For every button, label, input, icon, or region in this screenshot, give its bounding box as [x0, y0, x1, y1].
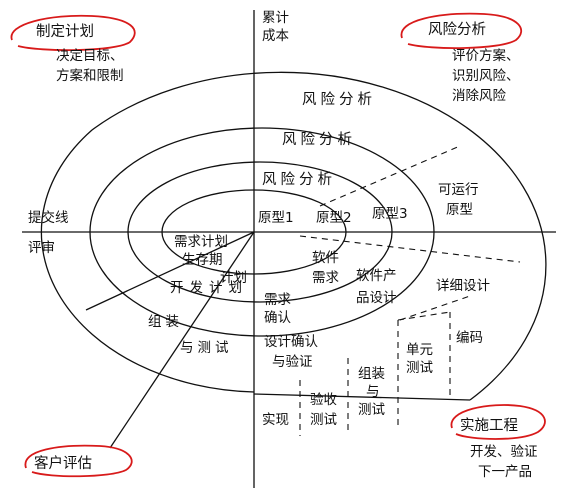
quadrant-risk-desc-2: 识别风险、 [452, 68, 520, 84]
axis-cumulative-cost-2: 成本 [262, 28, 289, 44]
prototype-1: 原型1 [258, 210, 294, 226]
quadrant-risk-title: 风险分析 [428, 21, 486, 38]
step-assembly-test-2: 与 [366, 384, 380, 400]
axis-commit-line: 提交线 [28, 209, 69, 226]
plan-requirements-1: 需求计划 [174, 234, 228, 250]
proto-dash-line-1 [319, 145, 461, 207]
step-assembly-test-3: 测试 [358, 402, 385, 418]
step-software-req-2: 需求 [312, 270, 339, 286]
unit-test-top-line [397, 311, 451, 321]
highlight-impl [450, 404, 546, 440]
prototype-3: 原型3 [372, 206, 408, 222]
quadrant-impl-desc-2: 下一产品 [478, 464, 532, 480]
risk-label-outer: 风险分析 [302, 91, 376, 108]
quadrant-risk-desc-1: 评价方案、 [452, 47, 520, 64]
operational-prototype-2: 原型 [446, 202, 473, 218]
prototype-2: 原型2 [316, 210, 352, 226]
highlight-customer [24, 444, 133, 478]
risk-label-inner: 风险分析 [262, 171, 336, 188]
axis-cumulative-cost-1: 累计 [262, 10, 289, 26]
step-coding: 编码 [456, 330, 483, 346]
step-design-verify-2: 与验证 [272, 354, 313, 370]
step-detail-design: 详细设计 [436, 278, 490, 294]
quadrant-impl-title: 实施工程 [460, 417, 518, 434]
step-implement: 实现 [262, 412, 289, 428]
quadrant-plan-title: 制定计划 [36, 23, 94, 40]
plan-requirements-2: 生存期 [182, 252, 223, 268]
radial-line-customer [109, 231, 255, 449]
axis-review: 评审 [28, 240, 55, 256]
quadrant-plan-desc-1: 决定目标、 [56, 48, 124, 64]
step-assembly-test-1: 组装 [358, 366, 385, 382]
operational-prototype-1: 可运行 [438, 182, 479, 198]
step-acceptance-1: 验收 [310, 392, 337, 408]
spiral-loop-3 [89, 127, 435, 337]
step-req-confirm-1: 需求 [264, 292, 291, 308]
plan-requirements-3: 计划 [220, 270, 247, 286]
step-req-confirm-2: 确认 [264, 310, 291, 326]
spiral-loops [40, 71, 547, 401]
detail-dash-line [399, 295, 471, 321]
highlight-plan [10, 14, 136, 51]
risk-label-middle: 风险分析 [282, 131, 356, 148]
quadrant-customer-title: 客户评估 [34, 455, 92, 472]
bottom-separator [253, 393, 471, 401]
step-product-design-2: 品设计 [356, 290, 397, 306]
plan-assembly-2: 与测试 [180, 340, 233, 356]
plan-development: 开发计划 [170, 280, 248, 296]
quadrant-plan-desc-2: 方案和限制 [56, 67, 124, 84]
step-unit-test-2: 测试 [406, 360, 433, 376]
step-design-verify-1: 设计确认 [264, 334, 318, 350]
step-product-design-1: 软件产 [356, 268, 397, 284]
step-unit-test-1: 单元 [406, 342, 433, 358]
quadrant-impl-desc-1: 开发、验证 [470, 444, 538, 460]
quadrant-risk-desc-3: 消除风险 [452, 88, 506, 104]
radial-line-review [85, 231, 255, 311]
step-software-req-1: 软件 [312, 250, 339, 266]
proto-dash-line-2 [299, 235, 521, 263]
highlight-risk [400, 12, 522, 49]
step-acceptance-2: 测试 [310, 412, 337, 428]
spiral-loop-2 [127, 161, 393, 303]
plan-assembly-1: 组装 [148, 314, 183, 330]
spiral-loop-1 [161, 189, 347, 275]
spiral-loop-outer [40, 71, 547, 401]
